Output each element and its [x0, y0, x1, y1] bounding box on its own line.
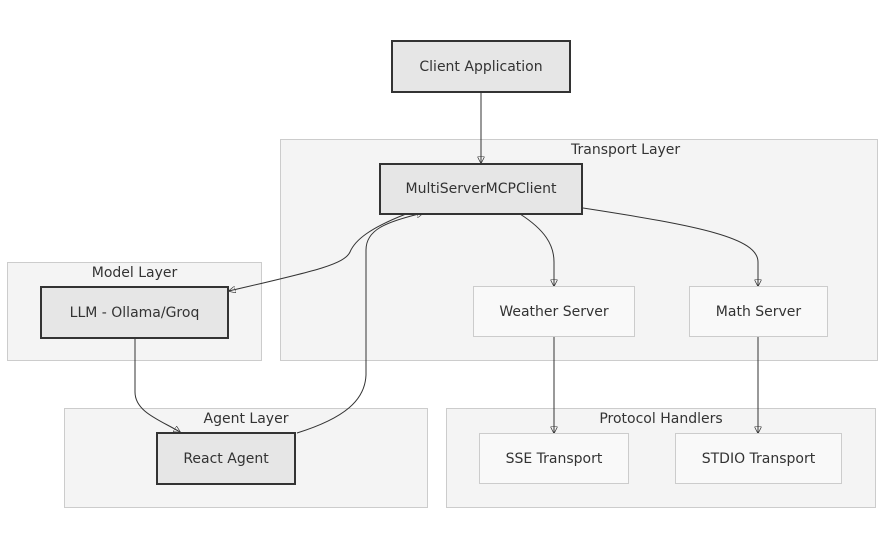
model-layer-label: Model Layer — [91, 265, 178, 281]
stdio-transport-node: STDIO Transport — [675, 433, 842, 484]
sse-transport-node: SSE Transport — [479, 433, 629, 484]
client-application-node: Client Application — [391, 40, 571, 93]
weather-server-node: Weather Server — [473, 286, 635, 337]
protocol-handlers-label: Protocol Handlers — [599, 411, 723, 427]
react-agent-node: React Agent — [156, 432, 296, 485]
transport-layer-label: Transport Layer — [571, 142, 681, 158]
math-server-node: Math Server — [689, 286, 828, 337]
llm-ollama-groq-node: LLM - Ollama/Groq — [40, 286, 229, 339]
multiserver-mcp-client-node: MultiServerMCPClient — [379, 163, 583, 215]
agent-layer-label: Agent Layer — [203, 411, 289, 427]
